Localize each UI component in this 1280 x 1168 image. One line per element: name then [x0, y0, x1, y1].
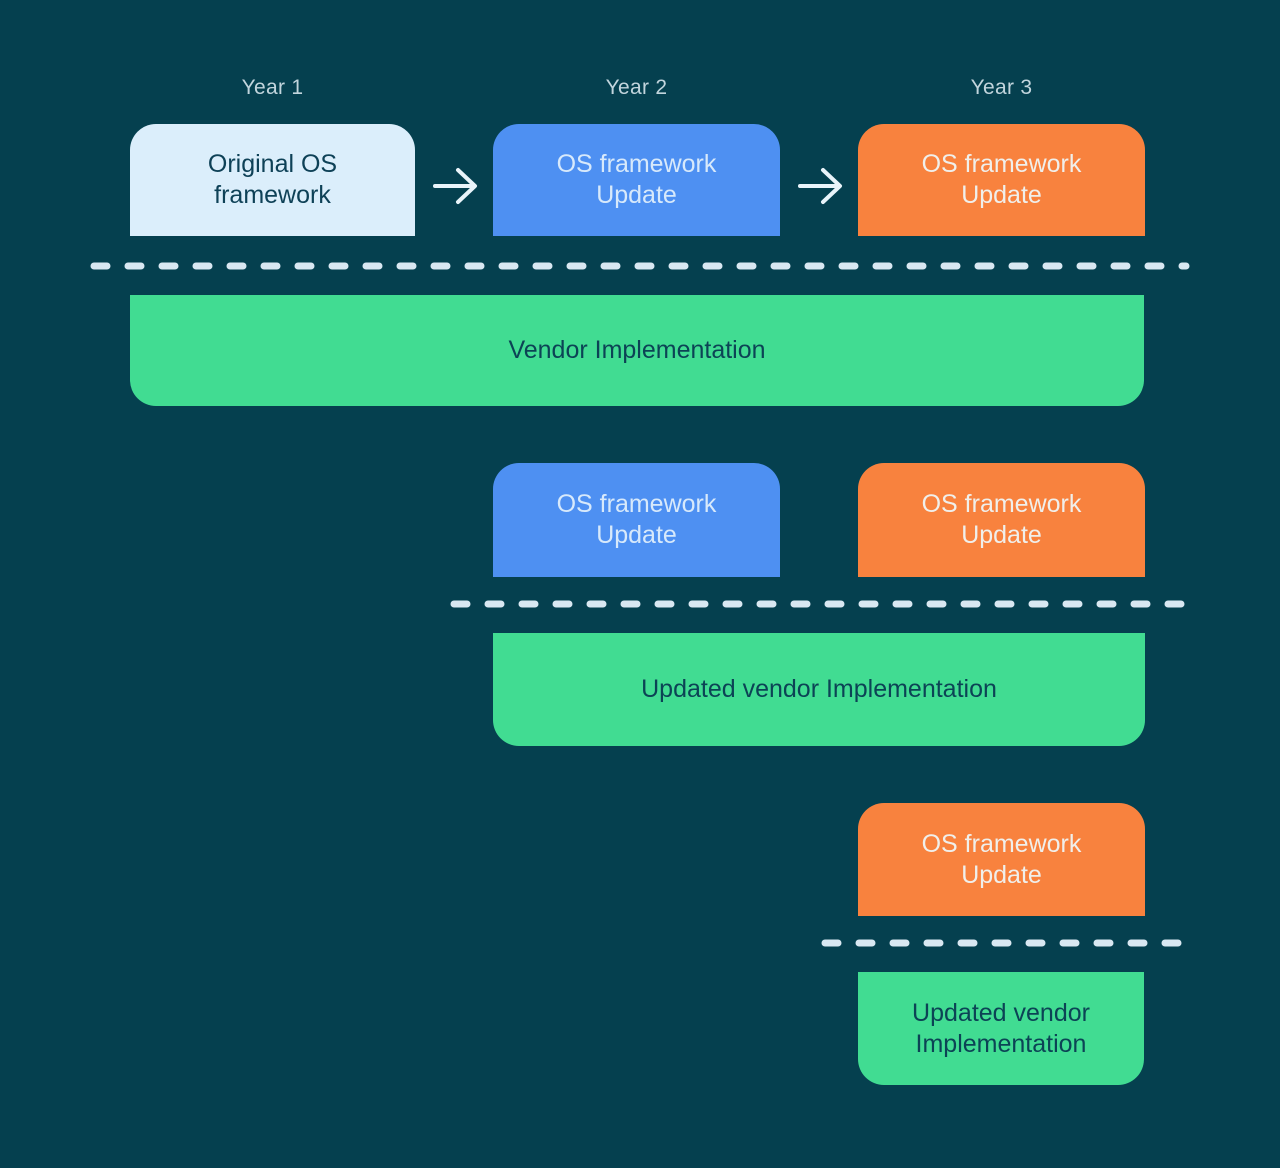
year-2-label: Year 2 — [605, 76, 668, 99]
gen2-year2-os-update-box: OS framework Update — [493, 463, 780, 577]
year-1-label: Year 1 — [241, 76, 304, 99]
updated-vendor-implementation-box: Updated vendor Implementation — [493, 633, 1145, 746]
arrow-right-icon — [797, 166, 845, 206]
interface-boundary-dashed-line — [86, 262, 1194, 270]
year-3-label: Year 3 — [970, 76, 1033, 99]
gen1-year3-os-update-box: OS framework Update — [858, 124, 1145, 236]
gen1-year2-os-update-label: OS framework Update — [556, 150, 717, 209]
interface-boundary-dashed-line — [817, 939, 1189, 947]
gen2-year3-os-update-label: OS framework Update — [921, 490, 1082, 549]
gen1-year2-os-update-box: OS framework Update — [493, 124, 780, 236]
updated-vendor-implementation-box: Updated vendor Implementation — [858, 972, 1144, 1085]
gen2-year3-os-update-box: OS framework Update — [858, 463, 1145, 577]
gen1-year3-os-update-label: OS framework Update — [921, 150, 1082, 209]
gen2-year2-os-update-label: OS framework Update — [556, 490, 717, 549]
gen3-year3-os-update-box: OS framework Update — [858, 803, 1145, 916]
gen3-year3-os-update-label: OS framework Update — [921, 829, 1082, 889]
vendor-implementation-box: Vendor Implementation — [130, 295, 1144, 406]
original-os-framework-label: Original OS framework — [207, 150, 338, 209]
vendor-implementation-label: Vendor Implementation — [508, 336, 766, 364]
updated-vendor-implementation-label: Updated vendor Implementation — [912, 998, 1090, 1058]
updated-vendor-implementation-label: Updated vendor Implementation — [641, 675, 997, 703]
interface-boundary-dashed-line — [446, 600, 1194, 608]
original-os-framework-box: Original OS framework — [130, 124, 415, 236]
arrow-right-icon — [432, 166, 480, 206]
